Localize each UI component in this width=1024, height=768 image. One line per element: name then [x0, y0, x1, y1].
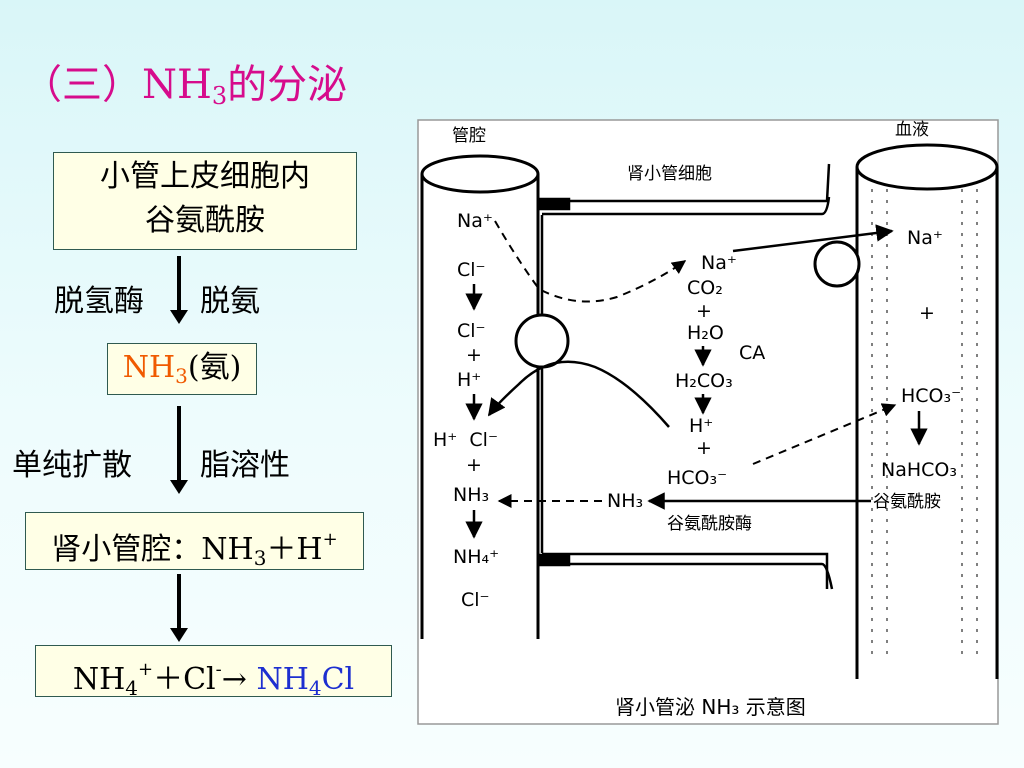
lumen-plus-2: +: [466, 454, 482, 476]
arrow-h-secretion: [487, 360, 670, 428]
box-glutamine-line2: 谷氨酰胺: [145, 203, 265, 238]
cell-outline: [537, 163, 834, 590]
blood-nahco3: NaHCO₃: [881, 459, 957, 481]
page-title: （三）NH3的分泌: [22, 62, 348, 110]
blood-glutamine: 谷氨酰胺: [873, 492, 941, 512]
diagram-caption: 肾小管泌 NH₃ 示意图: [615, 695, 806, 719]
cell-plus-2: +: [696, 437, 712, 459]
cell-nh3: NH₃: [607, 490, 643, 512]
arrow-na-into-cell: [494, 220, 687, 303]
nh4cl-product: NH4Cl: [256, 662, 355, 700]
cell-enzyme: 谷氨酰胺酶: [667, 514, 752, 534]
label-deamination: 脱氨: [200, 284, 260, 319]
box-nh4cl: NH4+＋Cl-→ NH4Cl: [35, 645, 392, 700]
lumen-h-cl: H⁺ Cl⁻: [433, 429, 498, 451]
cell-plus-1: +: [696, 300, 712, 322]
box-glutamine: 小管上皮细胞内 谷氨酰胺: [53, 152, 357, 250]
arrow-na-to-blood: [732, 224, 894, 253]
label-tubule-cell: 肾小管细胞: [627, 164, 712, 184]
cell-h2co3: H₂CO₃: [675, 370, 733, 392]
label-dehydrogenase: 脱氢酶: [54, 284, 144, 319]
blood-transporter: [813, 240, 861, 288]
cell-h: H⁺: [689, 415, 713, 437]
lumen-transporter: [514, 313, 570, 369]
label-blood: 血液: [895, 120, 929, 140]
box-tubule-lumen: 肾小管腔：NH3＋H+: [25, 512, 364, 570]
cell-ca: CA: [739, 342, 765, 364]
blood-na: Na⁺: [907, 227, 943, 249]
nh3-formula: NH3: [122, 350, 188, 388]
label-lipid-soluble: 脂溶性: [200, 448, 290, 483]
cell-na: Na⁺: [701, 252, 737, 274]
lumen-cl-3: Cl⁻: [461, 589, 490, 611]
nh3-secretion-diagram: 管腔 血液 肾小管细胞 Na⁺ Cl⁻ Cl⁻ + H⁺ H⁺ Cl⁻ + NH…: [417, 119, 999, 725]
label-diffusion: 单纯扩散: [12, 448, 132, 483]
cell-hco3: HCO₃⁻: [667, 467, 727, 489]
arrow-3: [170, 574, 188, 642]
arrow-2: [170, 406, 188, 494]
arrow-1: [170, 256, 188, 324]
box-nh3: NH3(氨): [107, 343, 257, 395]
blood-hco3: HCO₃⁻: [901, 385, 961, 407]
lumen-nh4: NH₄⁺: [453, 546, 499, 568]
box-glutamine-line1: 小管上皮细胞内: [100, 159, 310, 194]
lumen-na: Na⁺: [457, 210, 493, 232]
cell-h2o: H₂O: [687, 322, 724, 344]
lumen-nh3: NH₃: [453, 484, 489, 506]
lumen-plus-1: +: [466, 344, 482, 366]
blood-tube: [855, 143, 999, 679]
cell-co2: CO₂: [687, 277, 723, 299]
label-lumen: 管腔: [452, 126, 486, 146]
lumen-cl-1: Cl⁻: [457, 259, 486, 281]
lumen-tube: [420, 154, 540, 639]
arrow-hco3-to-blood: [752, 403, 897, 465]
blood-plus: +: [919, 302, 935, 324]
lumen-cl-2: Cl⁻: [457, 320, 486, 342]
lumen-h: H⁺: [457, 369, 481, 391]
diagram-frame: [417, 119, 999, 725]
